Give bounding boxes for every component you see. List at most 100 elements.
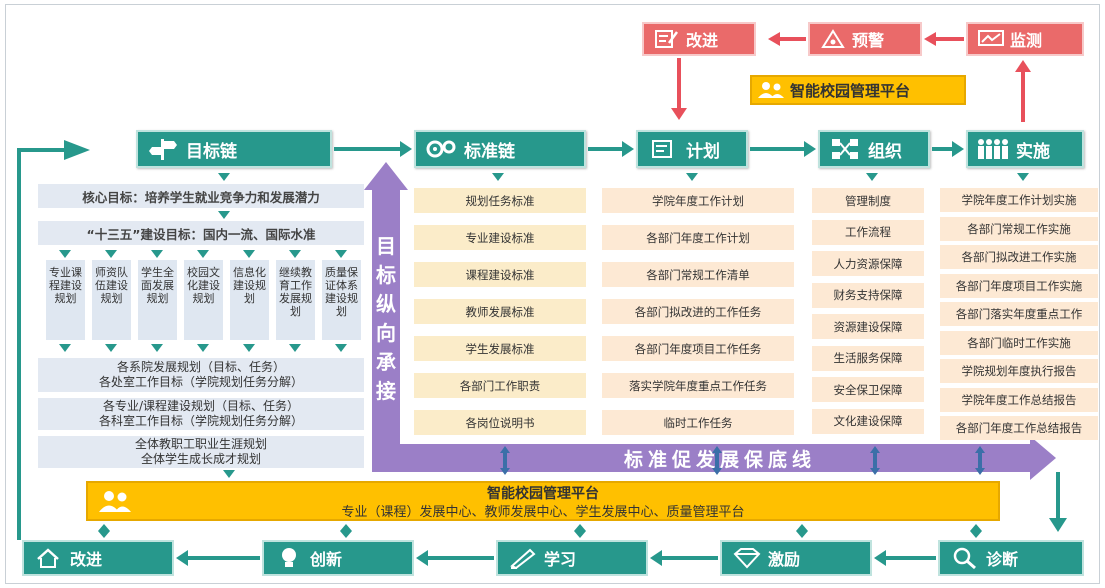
plan-col-down-arrow	[335, 250, 347, 258]
link-shaft-2	[715, 452, 719, 470]
lightbulb-icon	[274, 545, 304, 571]
arrow-monitor-to-warning	[936, 37, 964, 41]
plan-col-bottom-arrow	[197, 344, 209, 352]
plan-col-bottom-arrow	[59, 344, 71, 352]
people-icon	[976, 135, 1010, 163]
organize-box: 组织	[818, 130, 930, 168]
top-improve-box: 改进	[642, 22, 756, 56]
link-arrow-down-3	[870, 468, 880, 475]
bottom-improve-label: 改进	[70, 550, 103, 569]
standard-item-6: 各部门工作职责	[414, 373, 586, 398]
arrow-goal-to-standard	[334, 147, 400, 151]
right-down-arrowhead	[1049, 518, 1067, 532]
plan-col-bottom-arrow	[151, 344, 163, 352]
plan-item-3: 各部门常规工作清单	[602, 262, 794, 287]
monitor-screen-icon	[976, 27, 1006, 51]
plan-col-down-arrow	[289, 250, 301, 258]
vertical-arrow-head	[364, 162, 408, 190]
bottom-innovate-box: 创新	[262, 540, 414, 576]
arrowhead-motivate-to-learn	[650, 550, 662, 566]
platform-top-label: 智能校园管理平台	[790, 81, 911, 100]
standard-chain-label: 标准链	[464, 141, 515, 162]
goal-chain-box: 目标链	[136, 130, 332, 168]
sub-plan-4: 校园文化建设规划	[184, 260, 223, 340]
bottom-improve-box: 改进	[22, 540, 174, 576]
link-shaft-4	[978, 452, 982, 470]
core-goal-down-arrow	[218, 211, 230, 219]
implement-down-arrow	[1017, 173, 1029, 181]
sub-plan-3: 学生全面发展规划	[138, 260, 177, 340]
edit-note-icon	[652, 27, 682, 51]
implement-item-3: 各部门拟改进工作实施	[940, 245, 1098, 269]
five-year-goal: “十三五”建设目标：国内一流、国际水准	[38, 221, 364, 245]
arrow-innovate-to-improve	[188, 556, 260, 560]
bottom-link-up-3	[574, 524, 586, 531]
link-arrow-down-1	[500, 468, 510, 475]
left-loop-line	[17, 148, 21, 528]
plan-col-down-arrow	[59, 250, 71, 258]
career-plan-line-2: 全体学生成长成才规划	[140, 452, 261, 466]
dept-plan-line-2: 各处室工作目标（学院规划任务分解）	[98, 375, 303, 389]
bottom-learn-box: 学习	[496, 540, 648, 576]
organize-item-4: 财务支持保障	[812, 282, 924, 308]
network-icon	[828, 135, 862, 163]
arrow-improve-to-plan	[677, 58, 681, 112]
magnifier-icon	[950, 545, 980, 571]
implement-item-5: 各部门落实年度重点工作	[940, 302, 1098, 326]
sub-plan-7: 质量保证体系建设规划	[322, 260, 361, 340]
link-arrow-up-1	[500, 446, 510, 453]
bottom-motivate-label: 激励	[768, 550, 801, 569]
vertical-char-5: 承	[376, 350, 396, 374]
left-loop-arrowhead	[64, 140, 90, 160]
arrow-learn-to-innovate	[428, 556, 494, 560]
sub-plan-6: 继续教育工作发展规划	[276, 260, 315, 340]
organize-item-8: 文化建设保障	[812, 408, 924, 434]
improve-up-connector	[17, 524, 21, 540]
major-plan-line-2: 各科室工作目标（学院规划任务分解）	[98, 414, 303, 428]
bottom-learn-label: 学习	[544, 550, 577, 569]
arrow-standard-to-plan	[588, 147, 622, 151]
core-goal: 核心目标：培养学生就业竞争力和发展潜力	[38, 184, 364, 208]
goal-to-platform-arrow	[223, 470, 235, 478]
standard-item-3: 课程建设标准	[414, 262, 586, 287]
arrowhead-standard-to-plan	[622, 141, 634, 157]
plan-col-down-arrow	[105, 250, 117, 258]
platform-users-icon	[98, 489, 132, 517]
platform-top-box: 智能校园管理平台	[750, 75, 966, 105]
arrow-implement-to-monitor	[1021, 70, 1025, 122]
arrowhead-learn-to-innovate	[416, 550, 428, 566]
bottom-innovate-label: 创新	[310, 550, 343, 569]
organize-item-1: 管理制度	[812, 188, 924, 213]
plan-col-bottom-arrow	[243, 344, 255, 352]
implement-item-2: 各部门常规工作实施	[940, 216, 1098, 241]
top-warning-label: 预警	[852, 31, 885, 50]
goal-chain-label: 目标链	[186, 141, 237, 162]
plan-down-arrow	[686, 173, 698, 181]
career-plan-block: 全体教职工职业生涯规划 全体学生成长成才规划	[38, 436, 364, 468]
implement-item-9: 各部门年度工作总结报告	[940, 416, 1098, 440]
plan-item-7: 临时工作任务	[602, 410, 794, 435]
arrowhead-goal-to-standard	[400, 141, 412, 157]
vertical-char-3: 纵	[376, 292, 396, 316]
signpost-icon	[146, 135, 180, 163]
horizontal-arrow-body	[372, 444, 1032, 472]
major-plan-block: 各专业/课程建设规划（目标、任务） 各科室工作目标（学院规划任务分解）	[38, 398, 364, 430]
top-monitor-label: 监测	[1010, 31, 1043, 50]
arrowhead-implement-to-monitor	[1015, 60, 1031, 72]
standard-chain-box: 标准链	[414, 130, 586, 168]
platform-bottom-title: 智能校园管理平台	[487, 486, 599, 502]
bottom-diagnose-label: 诊断	[986, 550, 1019, 569]
implement-box: 实施	[966, 130, 1084, 168]
implement-item-6: 各部门临时工作实施	[940, 330, 1098, 355]
house-edit-icon	[34, 545, 64, 571]
career-plan-line-1: 全体教职工职业生涯规划	[134, 437, 267, 451]
arrowhead-organize-to-implement	[952, 141, 964, 157]
bottom-link-down-5	[970, 531, 982, 538]
vertical-char-2: 标	[376, 263, 396, 287]
organize-item-7: 安全保卫保障	[812, 377, 924, 402]
plan-item-1: 学院年度工作计划	[602, 188, 794, 213]
sub-plan-1: 专业课程建设规划	[46, 260, 85, 340]
arrowhead-innovate-to-improve	[176, 550, 188, 566]
vertical-char-4: 向	[376, 321, 396, 345]
link-shaft-1	[503, 452, 507, 470]
